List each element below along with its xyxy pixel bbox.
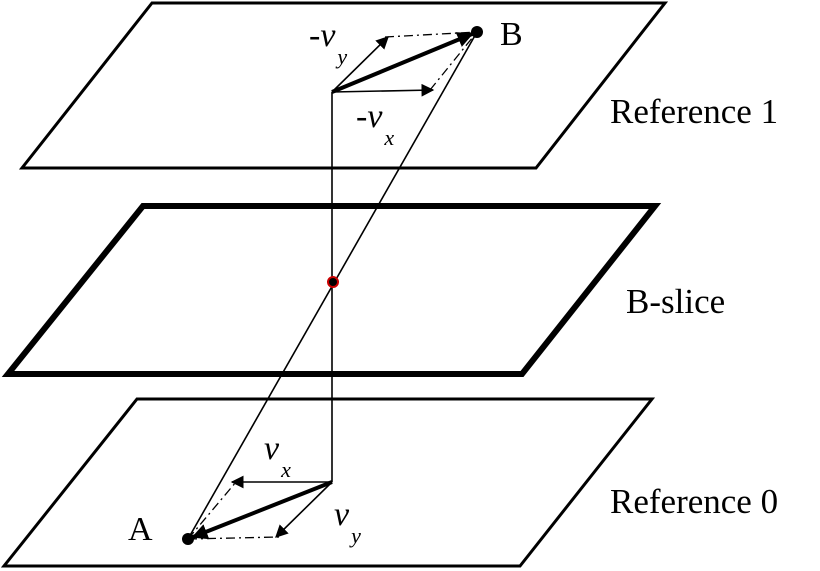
- bottom-vy-arrow: [275, 481, 333, 538]
- reference-1-label: Reference 1: [610, 92, 778, 131]
- b-slice-label: B-slice: [626, 282, 725, 321]
- top-neg-vx-sign: -: [356, 98, 367, 135]
- point-a-label: A: [128, 511, 153, 548]
- top-neg-vy-sign: -: [309, 17, 320, 54]
- top-neg-vx-arrow: [331, 83, 435, 97]
- bottom-dashed-edge-left: [187, 481, 237, 540]
- top-neg-vx-label: -vx: [356, 98, 394, 150]
- bottom-vx-label: vx: [264, 430, 291, 482]
- bottom-vy-label: vy: [334, 496, 361, 548]
- bottom-resultant-arrow: [191, 480, 333, 540]
- bottom-dashed-edge-lower: [187, 536, 280, 540]
- midpoint-marker: [327, 276, 339, 288]
- top-neg-vy-v: v: [320, 17, 336, 54]
- bottom-vy-sub: y: [349, 523, 361, 548]
- top-neg-vy-label: -vy: [309, 17, 347, 69]
- bottom-vx-v: v: [264, 430, 280, 467]
- point-b-marker: [471, 26, 483, 38]
- point-b-label: B: [500, 16, 523, 53]
- reference-0-label: Reference 0: [610, 482, 778, 521]
- bottom-vx-sub: x: [280, 457, 291, 482]
- reference-0-plane: [0, 397, 656, 568]
- point-a-marker: [182, 533, 194, 545]
- reference-1-plane: [18, 1, 669, 170]
- top-neg-vx-sub: x: [383, 125, 394, 150]
- top-resultant-arrow: [331, 32, 474, 94]
- b-slice-plane: [1, 203, 662, 377]
- top-neg-vx-v: v: [367, 98, 383, 135]
- top-neg-vy-arrow: [331, 36, 389, 93]
- top-neg-vy-sub: y: [335, 44, 347, 69]
- bottom-vy-v: v: [334, 496, 350, 533]
